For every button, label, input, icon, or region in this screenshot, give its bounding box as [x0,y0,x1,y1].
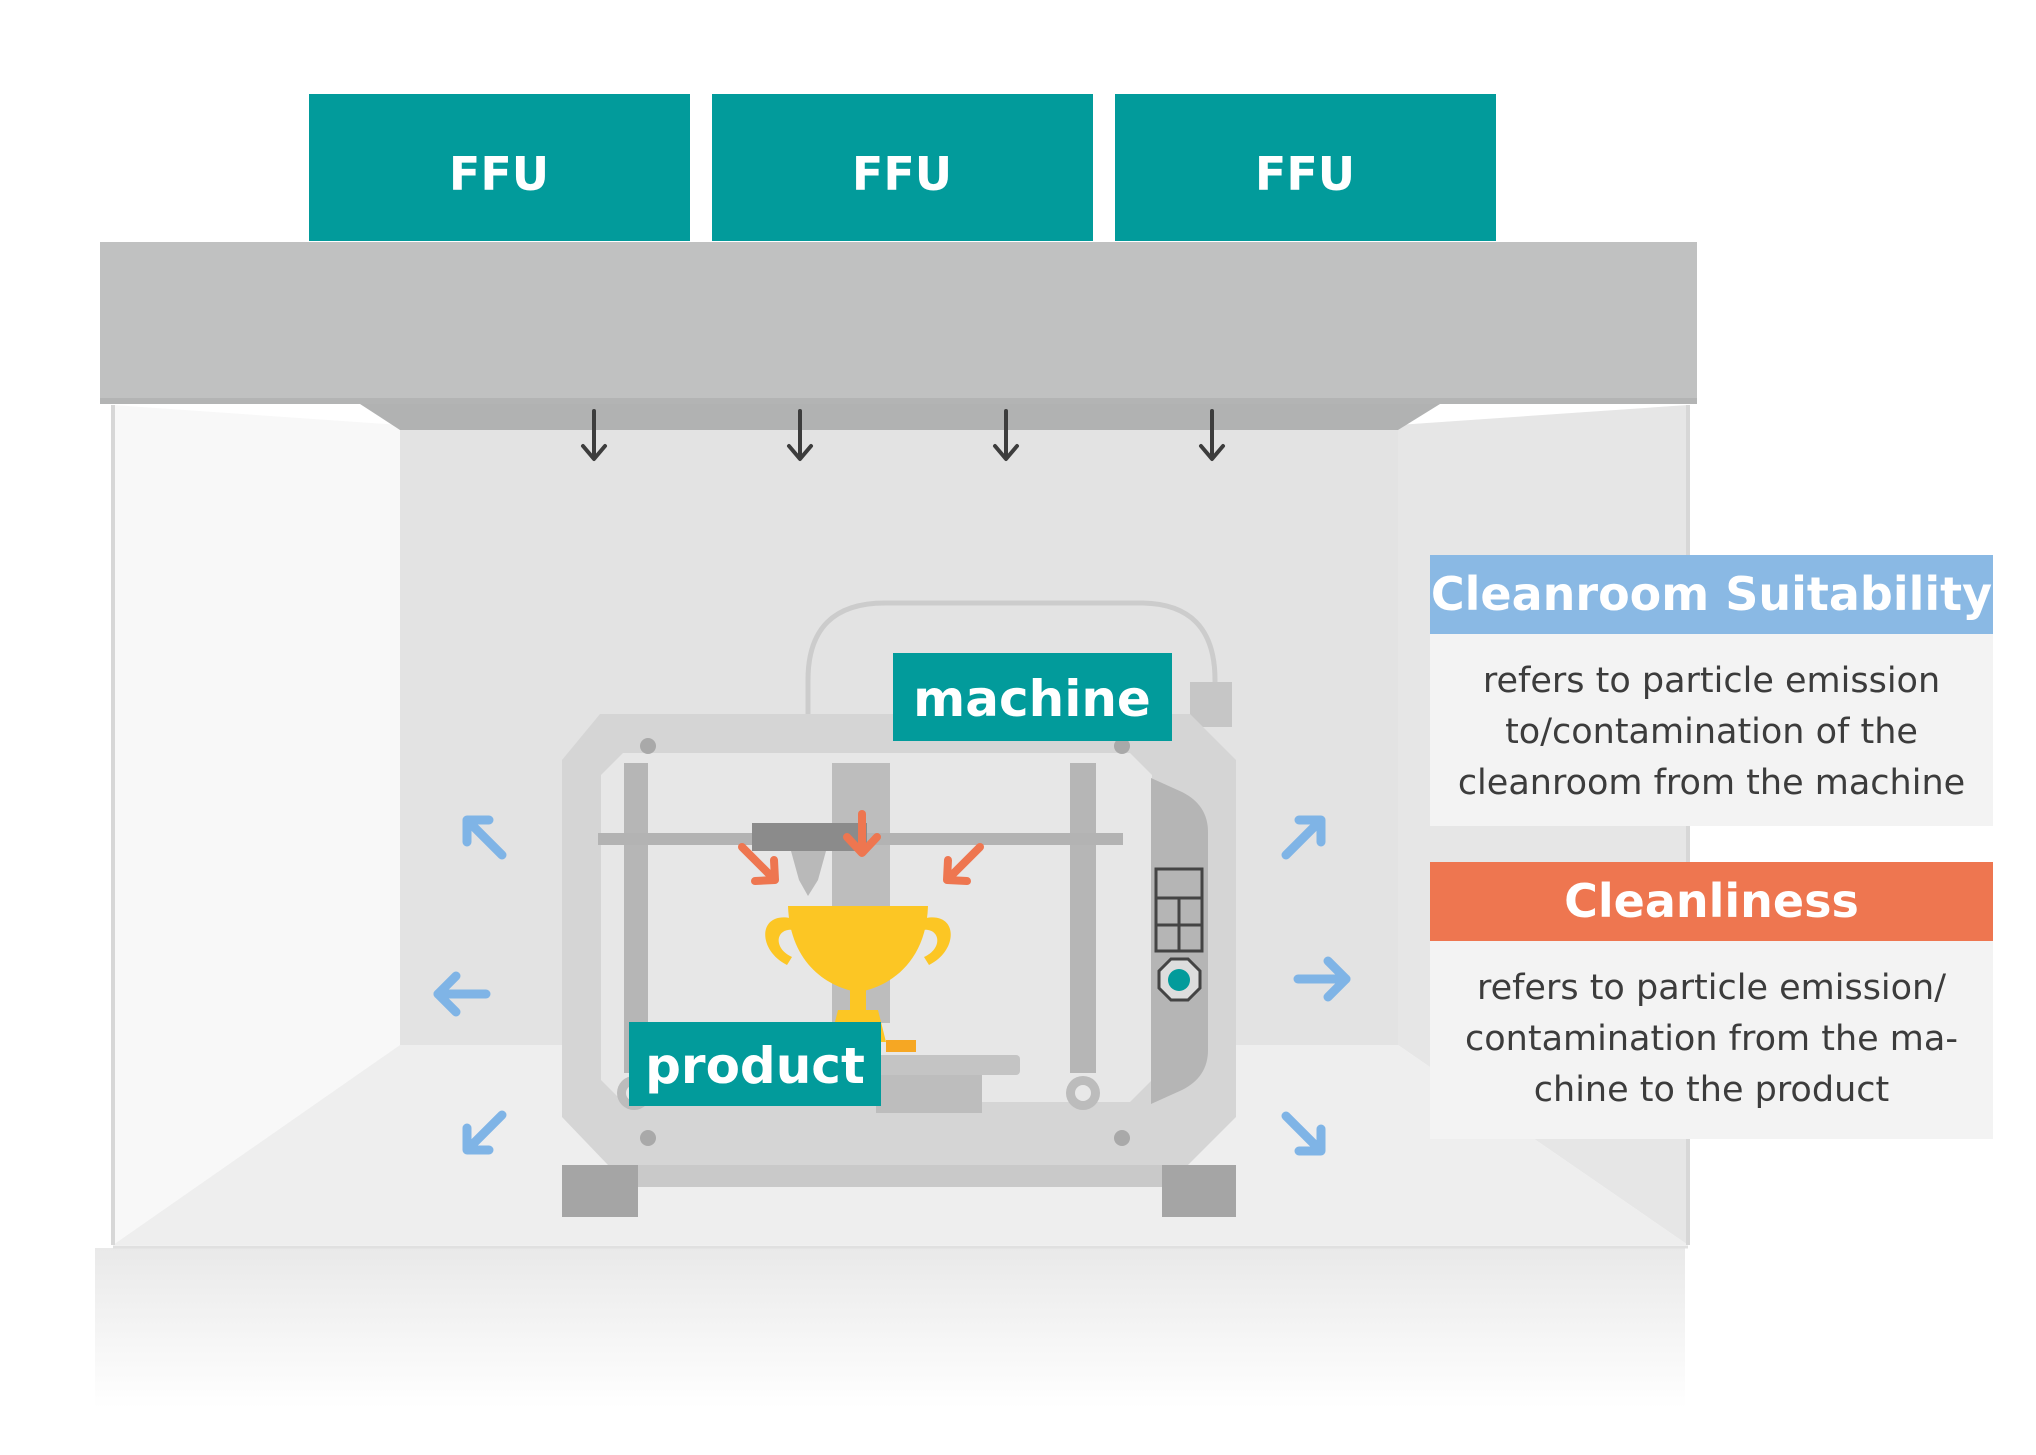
description-line: refers to particle emission [1482,661,1941,701]
machine-label-box [893,653,1172,741]
cleanroom-suitability-description: refers to particle emission to/contamina… [1430,634,1993,826]
cleanliness-panel: Cleanliness refers to particle emission/… [1430,862,1993,1139]
particle-arrow-icon [843,810,881,857]
downflow-arrows [581,409,1225,461]
frame-screw [1114,738,1130,754]
filament-tube [805,600,1218,788]
ffu-label: FFU [1255,147,1355,201]
roller-center [1075,1085,1091,1101]
frame-screw [1114,1130,1130,1146]
cleanliness-description: refers to particle emission/ contaminati… [1430,941,1993,1139]
ceiling-diffuser [360,404,1440,430]
machine-label: machine [913,670,1151,728]
airflow-arrow-icon [1293,956,1351,1002]
machine-foot-right [1162,1165,1236,1217]
down-arrow-icon [993,409,1019,461]
description-line: cleanroom from the machine [1457,763,1966,803]
airflow-arrow-icon [1281,815,1326,860]
airflow-arrow-icon [462,1110,507,1155]
airflow-arrows-right [1281,815,1351,1156]
description-line: chine to the product [1533,1070,1890,1110]
spool-mount [1190,682,1232,727]
description-line: to/contamination of the [1505,712,1918,752]
ceiling-edge [100,398,1697,404]
ffu-unit [309,94,690,241]
particle-arrow-icon [738,843,779,885]
left-rail [624,763,648,1073]
print-bed-base [876,1075,982,1113]
product-label: product [645,1037,865,1095]
right-rail [1070,763,1096,1073]
cleanliness-title: Cleanliness [1430,862,1993,941]
airflow-arrow-icon [433,971,491,1017]
print-nozzle [791,851,826,896]
room-shadow [95,1248,1685,1408]
machine-base [638,1165,1162,1187]
print-bed [876,1055,1020,1075]
ffu-label: FFU [449,147,549,201]
frame-screw [640,738,656,754]
ffu-unit [712,94,1093,241]
down-arrow-icon [787,409,813,461]
particle-arrows [738,810,984,885]
ffu-unit [1115,94,1496,241]
ffu-label: FFU [852,147,952,201]
machine-foot-left [562,1165,638,1217]
power-button-light [1168,969,1190,991]
product-label-box [629,1022,881,1106]
down-arrow-icon [581,409,607,461]
ceiling [100,242,1697,430]
down-arrow-icon [1199,409,1225,461]
airflow-arrow-icon [462,815,507,860]
ffu-row: FFU FFU FFU [309,94,1496,241]
ceiling-slab [100,242,1697,402]
cleanroom-suitability-title: Cleanroom Suitability [1430,555,1993,634]
cleanroom-suitability-panel: Cleanroom Suitability refers to particle… [1430,555,1993,826]
description-line: contamination from the ma- [1465,1019,1958,1059]
airflow-arrows-left [433,815,507,1155]
airflow-arrow-icon [1281,1111,1326,1156]
description-line: refers to particle emission/ [1476,968,1947,1008]
left-wall [113,405,400,1245]
frame-screw [640,1130,656,1146]
particle-arrow-icon [943,843,984,885]
